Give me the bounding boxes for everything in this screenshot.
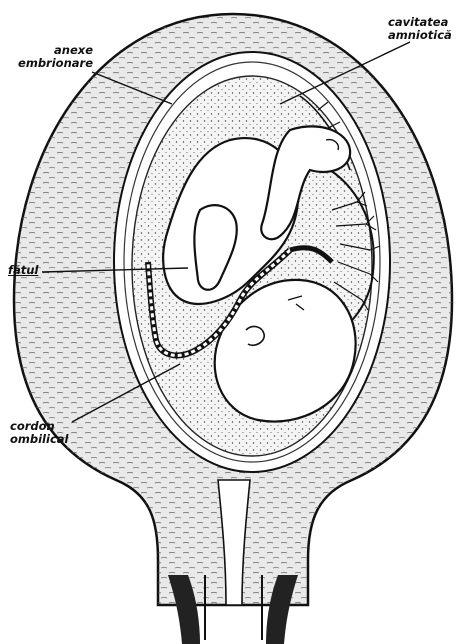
label-fatul: fătul	[8, 264, 38, 277]
label-anexe-embrionare: anexe embrionare	[8, 44, 93, 70]
label-cavitatea-amniotica: cavitatea amniotică	[388, 16, 452, 42]
label-cordon-ombilical: cordon ombilical	[10, 420, 68, 446]
label-cavitatea-line2: amniotică	[388, 29, 452, 42]
label-anexe-line2: embrionare	[8, 57, 93, 70]
label-cordon-line2: ombilical	[10, 433, 68, 446]
